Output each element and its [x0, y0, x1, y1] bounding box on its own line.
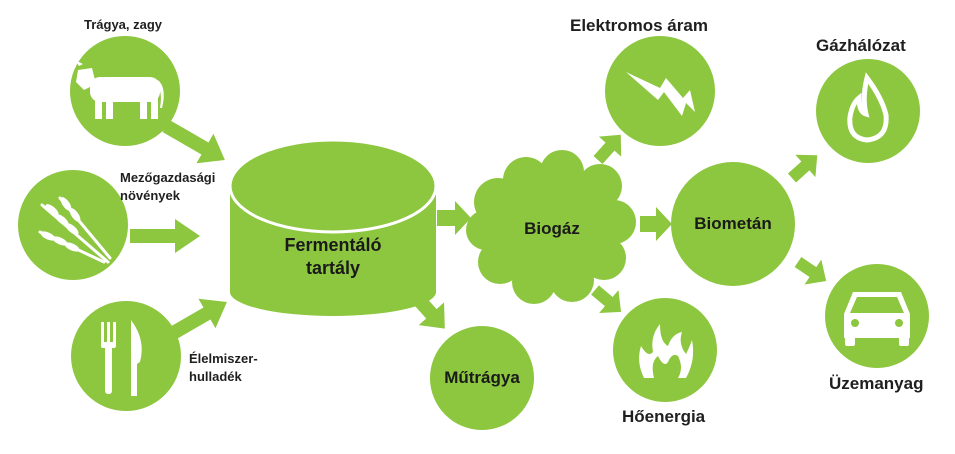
heat-node — [613, 298, 717, 402]
crops-label-line1: Mezőgazdasági — [120, 170, 216, 185]
lightning-icon — [626, 72, 695, 116]
tank-label: Fermentáló tartály — [258, 234, 408, 280]
food-waste-label-line1: Élelmiszer- — [189, 351, 258, 366]
cow-icon — [75, 60, 164, 119]
food-waste-label-line2: hulladék — [189, 369, 242, 384]
biomethane-arrow — [640, 207, 672, 241]
fertilizer-label: Műtrágya — [444, 368, 520, 387]
biogas-cloud — [466, 150, 636, 304]
tank-label-line2: tartály — [305, 258, 361, 278]
gas-grid-label: Gázhálózat — [816, 36, 906, 55]
gas-grid-node — [816, 59, 920, 163]
manure-label: Trágya, zagy — [84, 17, 163, 32]
electricity-node — [605, 36, 715, 146]
electricity-label: Elektromos áram — [570, 16, 708, 35]
crops-label-line2: növények — [120, 188, 180, 203]
biomethane-label: Biometán — [694, 214, 772, 233]
cutlery-icon — [101, 320, 142, 396]
fuel-arrow — [794, 257, 827, 285]
heat-label: Hőenergia — [622, 407, 706, 426]
fermentation-tank — [228, 138, 438, 316]
gas-flame-icon — [847, 72, 889, 143]
fertilizer-node — [430, 326, 534, 430]
biogas-arrow — [437, 201, 471, 235]
food-waste-arrow — [164, 298, 227, 343]
electricity-arrow — [593, 134, 622, 165]
gas-grid-arrow — [787, 154, 818, 183]
fuel-label: Üzemanyag — [829, 374, 924, 393]
crops-node — [18, 170, 128, 280]
fuel-node — [825, 264, 929, 368]
heat-arrow — [591, 285, 622, 314]
crops-arrow — [130, 219, 200, 253]
manure-node — [70, 36, 180, 146]
food-waste-node — [71, 301, 181, 411]
tank-label-line1: Fermentáló — [284, 235, 382, 255]
biomethane-node — [671, 162, 795, 286]
manure-arrow — [162, 119, 225, 164]
crops-label: Mezőgazdasági növények — [120, 169, 215, 205]
car-icon — [844, 292, 910, 346]
wheat-icon — [38, 196, 112, 264]
fertilizer-arrow — [404, 285, 445, 329]
food-waste-label: Élelmiszer- hulladék — [189, 350, 258, 386]
biogas-label: Biogáz — [524, 219, 580, 238]
